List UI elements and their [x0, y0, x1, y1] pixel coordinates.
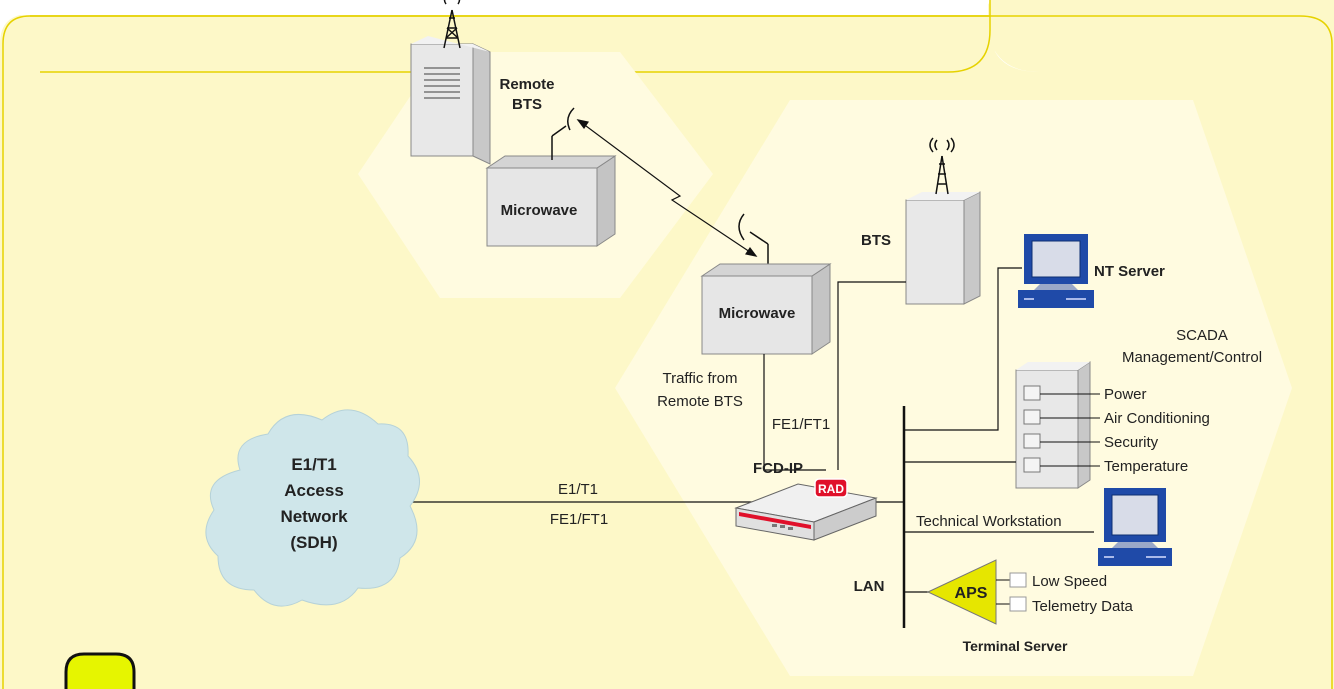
panel-tab-outline: [40, 0, 991, 73]
panel-border-main: [30, 15, 1333, 689]
fe1-ft1-uplink-label: FE1/FT1: [772, 416, 830, 433]
link-e1-t1-label: E1/T1: [558, 481, 598, 498]
cloud-label-line2: Access: [284, 481, 344, 500]
scada-title-line2: Management/Control: [1122, 349, 1262, 366]
telemetry-port-icon: [1009, 596, 1027, 612]
aps-label: APS: [955, 585, 988, 602]
traffic-from-label-line2: Remote BTS: [657, 393, 743, 410]
fcd-ip-label: FCD-IP: [753, 460, 803, 477]
bts-antenna-mast-icon: [929, 137, 955, 195]
nt-server-label: NT Server: [1094, 263, 1165, 280]
scada-leader-lines: [1040, 393, 1100, 467]
cloud-label-line3: Network: [280, 507, 348, 526]
panel-border-lower: [2, 15, 31, 689]
telemetry-data-label: Telemetry Data: [1032, 598, 1134, 615]
remote-bts-tower: [410, 0, 491, 165]
scada-title-line1: SCADA: [1176, 327, 1228, 344]
aps-triangle: [926, 559, 997, 625]
low-speed-label: Low Speed: [1032, 573, 1107, 590]
aps-leader-lines: [996, 579, 1010, 605]
scada-item-air-conditioning: Air Conditioning: [1104, 410, 1210, 427]
corner-badge: [64, 652, 136, 689]
remote-bts-label-line2: BTS: [512, 96, 542, 113]
bts-label: BTS: [861, 232, 891, 249]
technical-workstation-monitor-icon: [1098, 488, 1172, 566]
nt-server-monitor-icon: [1018, 234, 1094, 308]
bts-tower: [905, 137, 981, 305]
remote-microwave-box: [485, 155, 617, 247]
cloud-label-line1: E1/T1: [291, 455, 336, 474]
traffic-from-label-line1: Traffic from: [662, 370, 737, 387]
local-microwave-box: [700, 263, 832, 355]
rad-badge: RAD: [814, 478, 848, 498]
lan-label: LAN: [854, 578, 885, 595]
remote-bts-label-line1: Remote: [499, 76, 554, 93]
low-speed-port-icon: [1009, 572, 1027, 588]
remote-microwave-label: Microwave: [501, 202, 578, 219]
scada-item-power: Power: [1104, 386, 1147, 403]
cloud-label-line4: (SDH): [290, 533, 337, 552]
rad-badge-text: RAD: [818, 482, 844, 496]
technical-workstation-label: Technical Workstation: [916, 513, 1062, 530]
scada-item-temperature: Temperature: [1104, 458, 1188, 475]
remote-antenna-mast-icon: [443, 0, 461, 49]
connection-lines: [410, 267, 1094, 628]
local-microwave-label: Microwave: [719, 305, 796, 322]
link-fe1-ft1-label: FE1/FT1: [550, 511, 608, 528]
scada-item-security: Security: [1104, 434, 1159, 451]
microwave-radio-link: [576, 119, 758, 257]
access-network-cloud: [205, 409, 420, 607]
scada-cabinet: [1015, 361, 1091, 489]
remote-dish-icon: [551, 107, 575, 160]
terminal-server-label: Terminal Server: [963, 638, 1068, 654]
